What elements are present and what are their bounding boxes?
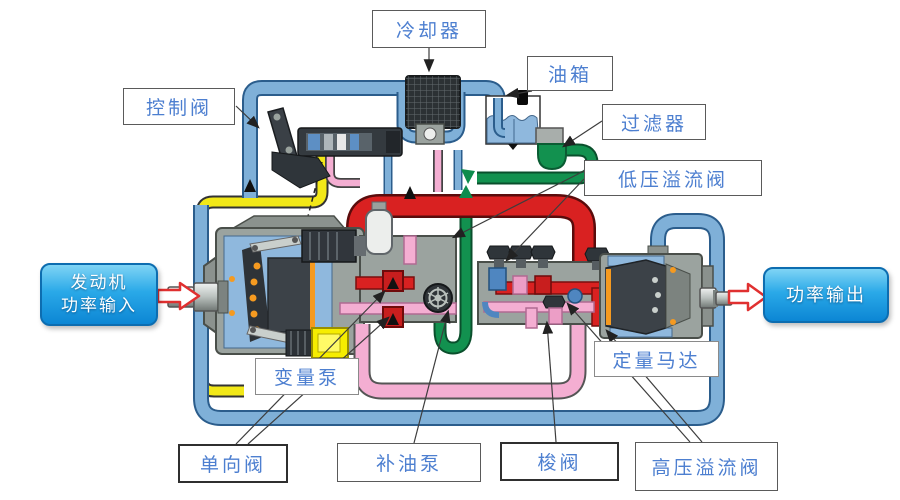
cooler-component <box>405 75 461 145</box>
label-control-valve: 控制阀 <box>123 88 235 125</box>
leader-charge-pump <box>413 309 451 444</box>
power-output-text: 功率输出 <box>786 284 866 305</box>
filter-component <box>535 127 567 171</box>
block-lp-duct <box>483 301 595 313</box>
shuttle-valve-cartridge <box>542 295 566 309</box>
pipe-pink-low-pressure-loop <box>353 314 587 400</box>
fixed-motor-component <box>599 245 714 339</box>
charge-pump-gear <box>423 283 453 313</box>
pipe-green-charge-line <box>433 197 473 355</box>
label-variable-pump: 变量泵 <box>255 358 359 395</box>
output-shaft <box>699 287 733 309</box>
pump-swash-plate <box>242 244 270 342</box>
pump-cylinder-block <box>267 257 313 333</box>
label-check-valve: 单向阀 <box>178 444 288 483</box>
label-filter: 过滤器 <box>602 104 706 140</box>
leader-filter <box>561 120 603 148</box>
pump-servo-cylinder <box>285 327 349 359</box>
label-tank: 油箱 <box>527 56 613 91</box>
charge-relief-accumulator <box>365 201 393 255</box>
variable-pump-component <box>203 201 457 359</box>
flow-arrow-red-top <box>404 186 416 199</box>
power-output-arrow <box>727 282 768 312</box>
relief-valve-cartridges <box>486 245 610 325</box>
leader-lp-relief-1 <box>451 170 585 239</box>
label-high-pressure-relief-valve: 高压溢流阀 <box>635 442 778 491</box>
label-charge-pump: 补油泵 <box>337 443 481 482</box>
flow-arrow-blue-riser <box>244 179 256 192</box>
leader-tank <box>505 87 533 99</box>
engine-input-arrow <box>156 281 201 311</box>
tank-filler-cap <box>517 90 528 105</box>
pipe-blue-case-drain-loop <box>193 205 725 426</box>
leader-control-valve <box>235 105 260 129</box>
pipe-green-filter-line <box>477 143 599 185</box>
label-cooler: 冷却器 <box>372 10 486 48</box>
leader-shuttle-valve <box>542 320 557 443</box>
flow-arrow-green-horizontal <box>461 169 475 184</box>
label-fixed-motor: 定量马达 <box>594 341 719 377</box>
label-shuttle-valve: 梭阀 <box>500 442 619 481</box>
control-valve-bracket <box>271 151 331 189</box>
flow-arrow-green-vertical <box>459 185 473 198</box>
pump-port-plate <box>301 229 366 263</box>
leader-lp-relief-2 <box>505 178 585 262</box>
leader-lines <box>235 48 703 445</box>
engine-input-line2: 功率输入 <box>61 295 137 315</box>
power-output-box: 功率输出 <box>763 267 889 323</box>
control-valve-component <box>267 107 403 225</box>
pipe-red-high-pressure-loop <box>346 194 596 304</box>
engine-power-input-box: 发动机 功率输入 <box>40 263 158 326</box>
engine-input-line1: 发动机 <box>70 272 128 292</box>
label-low-pressure-relief-valve: 低压溢流阀 <box>584 160 762 196</box>
oil-tank-component <box>485 90 541 150</box>
motor-valve-block <box>477 245 610 329</box>
